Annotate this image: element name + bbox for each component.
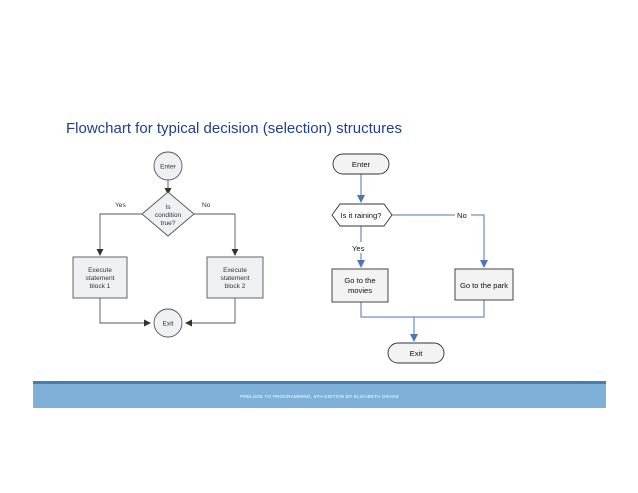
left-enter-label: Enter (160, 164, 177, 171)
right-decision-label: Is it raining? (341, 211, 382, 220)
right-yes-label: Yes (352, 244, 365, 253)
left-arrow-no (194, 213, 239, 256)
right-block1-line-1: Go to the (344, 276, 375, 285)
left-block1 (72, 256, 128, 299)
right-flowchart (357, 174, 488, 342)
right-no-label-bg (455, 209, 471, 220)
left-arrow-yes (96, 213, 142, 256)
left-block1-line-3: block 1 (90, 283, 111, 290)
left-decision-line-1: Is (165, 204, 171, 211)
left-yes-label: Yes (115, 202, 126, 209)
left-block2 (206, 256, 264, 299)
left-block2-line-3: block 2 (225, 283, 246, 290)
left-no-label: No (202, 202, 211, 209)
right-enter-node (332, 153, 390, 175)
right-exit-label: Exit (410, 349, 424, 358)
right-yes-label-bg (350, 242, 372, 253)
right-block2 (454, 268, 514, 301)
left-block2-line-1: Execute (223, 267, 247, 274)
footer-text: PRELUDE TO PROGRAMMING, 6TH EDITION BY E… (240, 394, 399, 399)
footer-bar: PRELUDE TO PROGRAMMING, 6TH EDITION BY E… (33, 381, 606, 408)
left-decision-node (141, 191, 195, 237)
left-arrow-block1-exit (99, 298, 151, 327)
right-block1-line-2: movies (348, 286, 372, 295)
right-arrow-no (390, 214, 488, 268)
left-block1-line-1: Execute (88, 267, 112, 274)
right-merge-right (414, 300, 485, 318)
left-block2-line-2: statement (221, 275, 250, 282)
right-enter-label: Enter (352, 160, 371, 169)
right-no-label: No (457, 211, 467, 220)
right-exit-node (387, 342, 445, 364)
right-decision-node (331, 203, 393, 227)
left-enter-node (153, 151, 183, 181)
right-block1 (331, 268, 389, 303)
left-arrow-block2-exit (185, 298, 236, 327)
left-flowchart (96, 179, 239, 327)
left-exit-label: Exit (163, 321, 174, 328)
left-decision-line-2: condition (155, 212, 182, 219)
left-exit-node (153, 308, 183, 338)
right-merge-left (360, 302, 414, 318)
left-block1-line-2: statement (86, 275, 115, 282)
left-decision-line-3: true? (160, 220, 175, 227)
slide-title: Flowchart for typical decision (selectio… (66, 120, 402, 137)
right-block2-label: Go to the park (460, 281, 508, 290)
